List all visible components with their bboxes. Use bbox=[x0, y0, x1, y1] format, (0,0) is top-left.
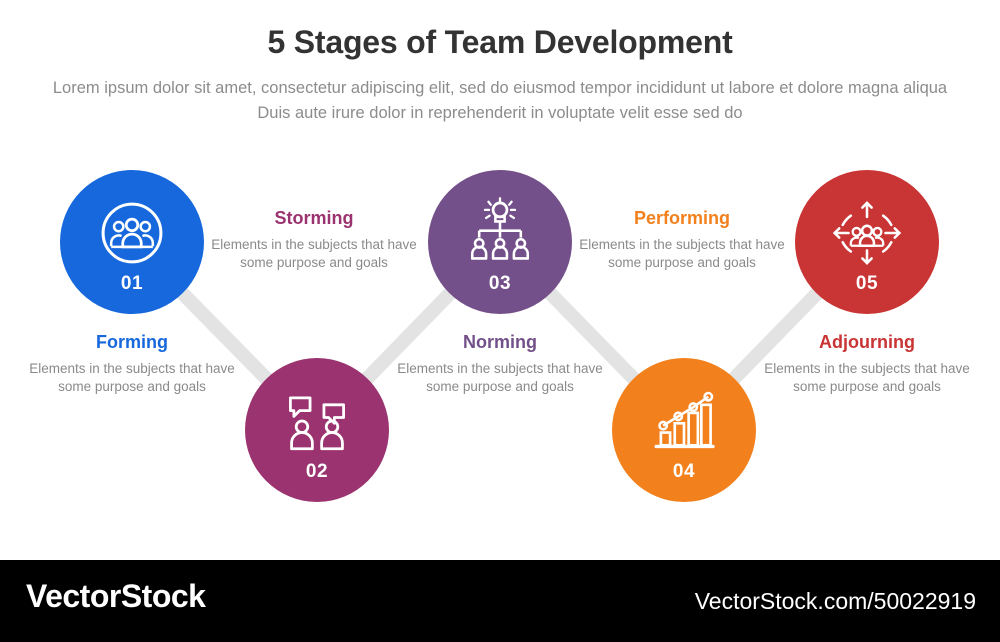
footer-bar bbox=[0, 560, 1000, 642]
vectorstock-credit: VectorStock.com/50022919 bbox=[694, 588, 976, 614]
stage-label: Norming bbox=[463, 332, 537, 352]
group-of-people-circle-icon bbox=[101, 202, 163, 263]
stage-circle-01[interactable]: 01 bbox=[60, 170, 204, 314]
stage-description: Elements in the subjects that have some … bbox=[29, 361, 235, 394]
stage-number: 05 bbox=[855, 272, 879, 294]
page-title: 5 Stages of Team Development bbox=[267, 24, 733, 60]
vectorstock-logo: VectorStock bbox=[26, 578, 206, 614]
stage-description: Elements in the subjects that have some … bbox=[764, 361, 970, 394]
stage-description: Elements in the subjects that have some … bbox=[397, 361, 603, 394]
stage-text-forming: Forming Elements in the subjects that ha… bbox=[28, 332, 236, 396]
stage-number: 04 bbox=[672, 460, 696, 482]
stage-circle-05[interactable]: 05 bbox=[795, 170, 939, 314]
stage-text-storming: Storming Elements in the subjects that h… bbox=[210, 208, 418, 272]
team-expand-arrows-icon bbox=[832, 200, 902, 265]
stage-circle-02[interactable]: 02 bbox=[245, 358, 389, 502]
stage-label: Adjourning bbox=[819, 332, 915, 352]
stage-number: 01 bbox=[120, 272, 144, 294]
stage-number: 02 bbox=[305, 460, 329, 482]
stage-label: Forming bbox=[96, 332, 168, 352]
growth-bar-chart-icon bbox=[654, 391, 715, 448]
stage-text-adjourning: Adjourning Elements in the subjects that… bbox=[763, 332, 971, 396]
stage-number: 03 bbox=[488, 272, 512, 294]
two-people-speech-bubbles-icon bbox=[289, 395, 345, 450]
infographic-canvas: 5 Stages of Team Development Lorem ipsum… bbox=[28, 24, 971, 502]
stage-label: Storming bbox=[274, 208, 354, 228]
stage-text-performing: Performing Elements in the subjects that… bbox=[578, 208, 786, 272]
stage-circle-04[interactable]: 04 bbox=[612, 358, 756, 502]
page-subtitle: Lorem ipsum dolor sit amet, consectetur … bbox=[52, 79, 948, 122]
stage-circle-03[interactable]: 03 bbox=[428, 170, 572, 314]
stage-description: Elements in the subjects that have some … bbox=[211, 237, 417, 270]
stage-label: Performing bbox=[633, 208, 730, 228]
stage-text-norming: Norming Elements in the subjects that ha… bbox=[396, 332, 604, 396]
stage-description: Elements in the subjects that have some … bbox=[579, 237, 785, 270]
org-chart-leader-icon bbox=[470, 196, 530, 260]
